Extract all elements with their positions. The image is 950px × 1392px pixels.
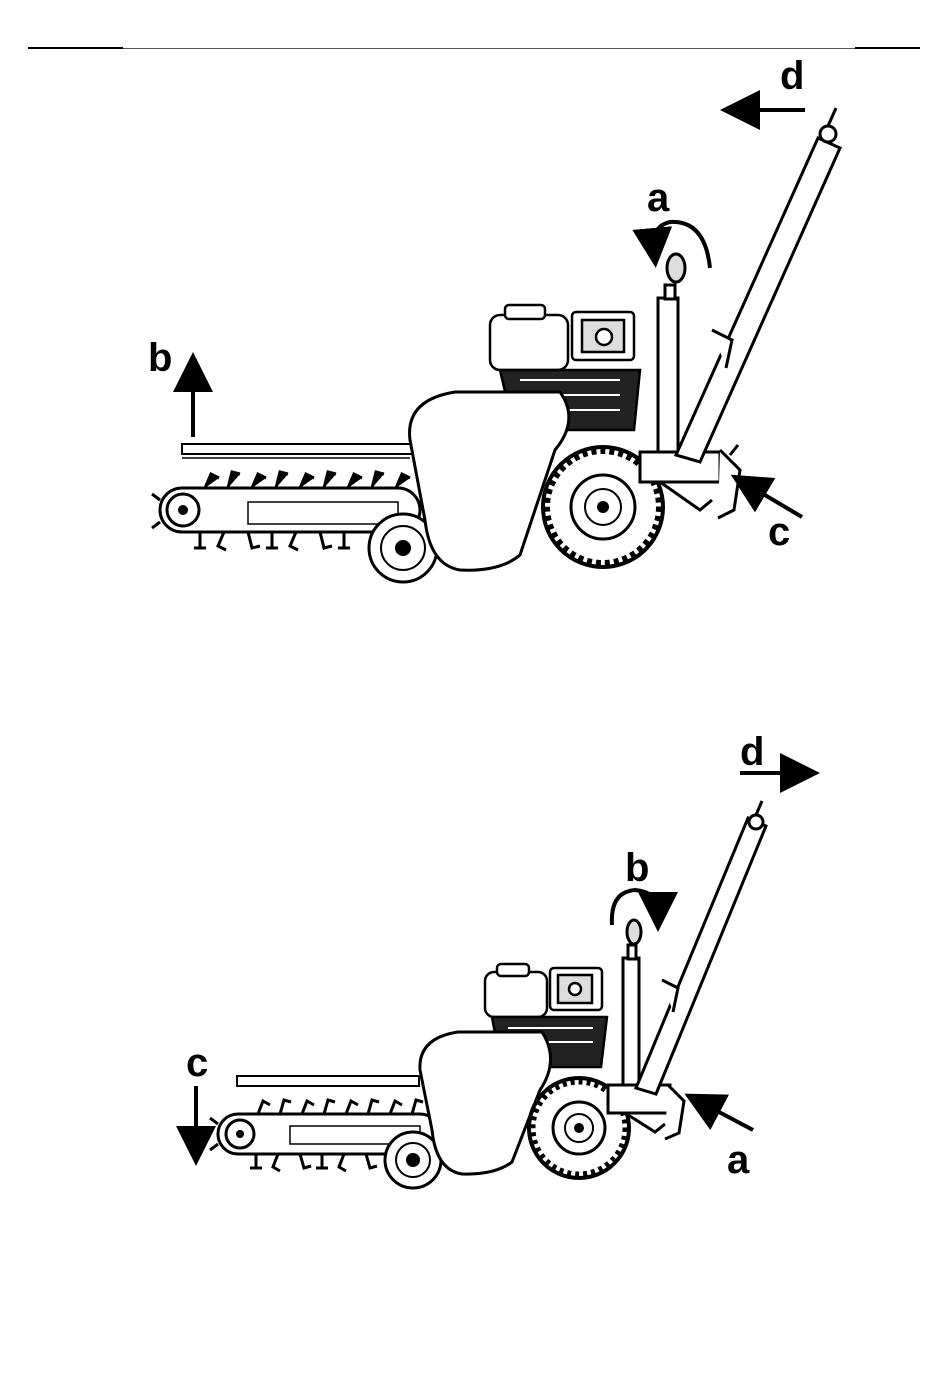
label-c-bottom: c (186, 1043, 208, 1083)
label-b-top: b (148, 338, 172, 378)
label-d-top: d (780, 56, 804, 96)
label-b-bottom: b (625, 848, 649, 888)
trencher-drawing-bottom (0, 700, 950, 1220)
trencher-drawing-top (0, 0, 950, 640)
label-a-bottom: a (727, 1140, 749, 1180)
boom-top-rail (237, 1076, 419, 1086)
figure-bottom: a b c d (0, 700, 950, 1220)
belt-guard (410, 392, 569, 570)
figure-top: a b c d (0, 0, 950, 640)
belt-guard (420, 1032, 551, 1174)
handle (676, 108, 840, 518)
handle (636, 801, 766, 1139)
label-d-bottom: d (740, 732, 764, 772)
arrow-a-bottom (702, 1103, 753, 1130)
label-a-top: a (647, 178, 669, 218)
chain-teeth-top (258, 1100, 423, 1114)
chain-teeth-top (205, 472, 410, 488)
boom-top-rail (182, 444, 412, 454)
label-c-top: c (768, 512, 790, 552)
